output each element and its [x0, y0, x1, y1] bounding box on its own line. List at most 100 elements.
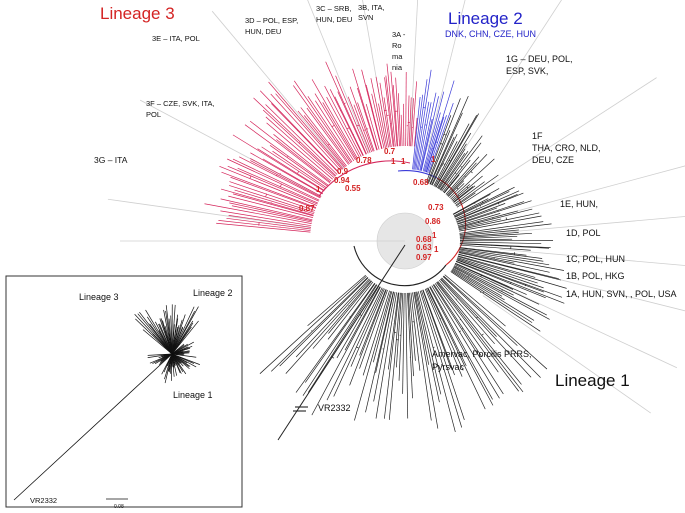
tree-node-arc: [348, 305, 350, 307]
tree-node-arc: [442, 163, 445, 165]
tree-branch: [328, 280, 373, 334]
tree-branch: [405, 72, 407, 147]
clade-labels: 3E – ITA, POL 3D – POL, ESP, HUN, DEU 3C…: [94, 3, 406, 165]
tree-node-arc: [331, 356, 335, 359]
tree-branch: [449, 183, 465, 198]
tree-branch: [459, 238, 513, 241]
tree-branch: [415, 291, 440, 403]
inset-tree-branch: [171, 306, 195, 355]
clade-guide-line: [496, 165, 685, 217]
tree-node-arc: [311, 330, 313, 332]
tree-branch: [326, 96, 360, 158]
tree-branch: [429, 96, 469, 185]
clade-3b-label-line2: SVN: [358, 13, 373, 22]
tree-branch: [433, 284, 483, 357]
tree-branch: [456, 203, 506, 222]
tree-branch: [452, 188, 500, 215]
tree-branch: [271, 277, 369, 372]
tree-node-arc: [476, 316, 478, 319]
tree-branch: [457, 256, 567, 289]
inset-frame: [5, 275, 243, 508]
tree-branch: [459, 241, 542, 244]
tree-branch: [444, 174, 460, 194]
tree-branch: [375, 76, 389, 148]
tree-branch: [453, 193, 491, 215]
tree-branch: [459, 221, 544, 234]
tree-branch: [459, 247, 543, 259]
lineage2-countries: DNK, CHN, CZE, HUN: [445, 29, 536, 39]
tree-branch: [262, 109, 336, 177]
inset-vr2332-label: VR2332: [30, 496, 57, 505]
support-value: 1: [316, 185, 321, 194]
inset-tree-branch: [137, 313, 173, 355]
inset-root-branch: [13, 353, 173, 501]
tree-branch: [359, 289, 388, 369]
tree-branch: [458, 251, 515, 264]
tree-branch: [220, 198, 313, 221]
tree-branch: [234, 189, 315, 215]
tree-node-arc: [331, 124, 335, 128]
tree-branch: [457, 201, 525, 225]
support-value: 0.68: [416, 235, 432, 244]
tree-branch: [408, 97, 412, 147]
inset-tree-branch: [161, 353, 173, 375]
tree-branch: [438, 148, 466, 190]
tree-branch: [218, 220, 311, 231]
vr2332-label: VR2332: [318, 403, 351, 413]
tree-branch: [229, 185, 315, 213]
tree-branch: [450, 271, 541, 332]
tree-branch: [383, 97, 392, 148]
tree-branch: [455, 192, 476, 207]
tree-branch: [352, 68, 378, 151]
tree-node-arc: [443, 133, 447, 136]
inset-lineage2-label: Lineage 2: [193, 288, 233, 298]
tree-branch: [228, 215, 312, 228]
tree-branch: [271, 103, 340, 174]
tree-branch: [441, 135, 483, 192]
tree-branch: [230, 176, 316, 209]
tree-branch: [433, 141, 458, 187]
tree-branch: [422, 289, 452, 369]
tree-node-arc: [464, 175, 466, 177]
tree-branch: [407, 292, 414, 377]
tree-branch: [227, 158, 319, 202]
tree-branch: [452, 175, 483, 202]
tree-node-arc: [279, 183, 282, 188]
tree-branch: [229, 181, 316, 211]
tree-node-arc: [459, 319, 461, 321]
tree-branch: [239, 156, 321, 199]
tree-branch: [443, 275, 548, 370]
clade-3g-label: 3G – ITA: [94, 155, 128, 165]
tree-branch: [324, 85, 362, 157]
tree-node-arc: [327, 143, 330, 146]
tree-branch: [276, 139, 331, 183]
tree-branch: [275, 93, 343, 170]
tree-branch: [226, 217, 311, 230]
tree-branch: [384, 77, 394, 147]
clade-3b-label-line1: 3B, ITA,: [358, 3, 385, 12]
tree-branch: [459, 232, 532, 239]
tree-node-arc: [431, 148, 434, 150]
tree-node-arc: [456, 187, 459, 190]
tree-branch: [427, 98, 461, 184]
tree-branch: [336, 285, 380, 359]
tree-branch: [453, 266, 547, 316]
tree-branch: [415, 69, 432, 170]
tree-branch: [237, 167, 319, 204]
tree-branch: [439, 152, 466, 190]
clade-3a-label-line3: ma: [392, 52, 403, 61]
clade-3c-label-line2: HUN, DEU: [316, 15, 352, 24]
tree-branch: [204, 203, 312, 224]
tree-branch: [440, 278, 532, 378]
tree-branch: [384, 292, 400, 419]
tree-node-arc: [276, 174, 278, 177]
tree-branch: [362, 290, 390, 376]
tree-branch: [268, 81, 344, 170]
tree-branch: [435, 113, 480, 188]
clade-3d-label-line2: HUN, DEU: [245, 27, 281, 36]
tree-branch: [459, 223, 552, 235]
tree-branch: [325, 61, 367, 155]
tree-branch: [295, 283, 375, 393]
tree-branch: [432, 284, 504, 395]
tree-branch: [390, 71, 398, 147]
